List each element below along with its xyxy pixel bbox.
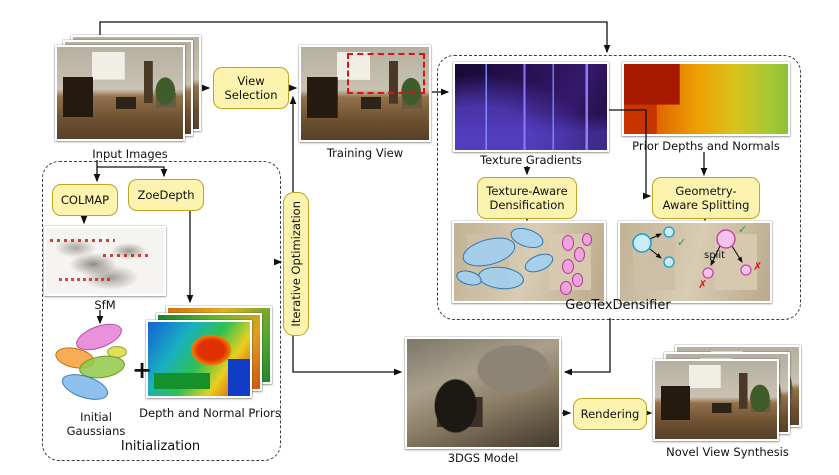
novel-view-photo xyxy=(653,359,779,441)
rendering-module: Rendering xyxy=(573,398,647,430)
gaussian-ellipse xyxy=(560,281,572,295)
zoedepth-label: ZoeDepth xyxy=(137,187,195,202)
texture-aware-densification-label: Texture-Aware Densification xyxy=(486,183,568,212)
input-images-stack xyxy=(55,35,205,153)
novel-view-synthesis-label: Novel View Synthesis xyxy=(666,445,789,459)
sfm-label: SfM xyxy=(94,298,116,312)
prior-depths-label: Prior Depths and Normals xyxy=(632,139,780,153)
selected-region-marker xyxy=(347,52,426,94)
depth-prior-photo xyxy=(146,320,252,398)
view-selection-label: View Selection xyxy=(224,73,278,102)
gaussian-ellipse xyxy=(562,235,574,251)
iterative-optimization-module: Iterative Optimization xyxy=(283,192,309,336)
texture-gradients-image xyxy=(453,62,609,152)
check-icon: ✓ xyxy=(738,223,748,236)
geometry-aware-splitting-module: Geometry- Aware Splitting xyxy=(652,177,760,219)
input-image-photo xyxy=(55,45,185,141)
3dgs-model-label: 3DGS Model xyxy=(447,451,519,465)
gaussian-ellipse xyxy=(572,273,583,287)
colmap-module: COLMAP xyxy=(52,184,118,216)
gaussian-ellipse xyxy=(562,259,574,274)
initialization-title: Initialization xyxy=(120,439,201,454)
zoedepth-module: ZoeDepth xyxy=(128,179,204,211)
arrow-texgrad-to-geoaware xyxy=(609,109,652,200)
gaussian-ellipse xyxy=(574,247,585,262)
initial-gaussians-illustration xyxy=(53,318,145,410)
iterative-optimization-label: Iterative Optimization xyxy=(288,201,303,327)
geotexdensifier-group xyxy=(437,55,801,320)
split-annotation: split xyxy=(704,250,726,261)
geometry-aware-splitting-label: Geometry- Aware Splitting xyxy=(662,183,750,212)
gaussian-ellipse xyxy=(582,233,592,246)
initial-gaussians-label: Initial Gaussians xyxy=(66,410,126,439)
plus-sign: + xyxy=(131,356,153,384)
depth-priors-stack xyxy=(146,306,276,406)
texture-densification-illustration xyxy=(452,221,606,303)
arrow-iteropt-to-3dgs xyxy=(292,334,403,376)
depth-priors-label: Depth and Normal Priors xyxy=(139,406,281,420)
cross-icon: ✗ xyxy=(698,278,708,291)
view-selection-module: View Selection xyxy=(213,67,289,109)
colmap-label: COLMAP xyxy=(60,192,110,207)
geotexdensifier-title: GeoTexDensifier xyxy=(565,298,671,313)
prior-depths-image xyxy=(622,62,790,136)
check-icon: ✓ xyxy=(677,236,687,249)
input-images-label: Input Images xyxy=(92,147,168,161)
initialization-group xyxy=(42,161,281,461)
texture-aware-densification-module: Texture-Aware Densification xyxy=(477,177,577,219)
cross-icon: ✗ xyxy=(753,260,763,273)
training-view-label: Training View xyxy=(326,146,404,160)
rendering-label: Rendering xyxy=(580,406,640,421)
geometry-splitting-illustration: split ✓ ✓ ✗ ✗ xyxy=(618,221,772,303)
training-view-photo xyxy=(299,45,431,142)
arrow-geotex-to-3dgs xyxy=(563,318,611,376)
novel-view-stack xyxy=(653,345,803,445)
3dgs-model-image xyxy=(405,337,561,449)
texture-gradients-label: Texture Gradients xyxy=(480,153,582,167)
splitting-sketch xyxy=(632,226,752,279)
arrow-input-to-geotex-top xyxy=(99,21,611,54)
arrow-input-to-zoedepth xyxy=(97,166,168,178)
sfm-pointcloud-image xyxy=(44,226,166,296)
